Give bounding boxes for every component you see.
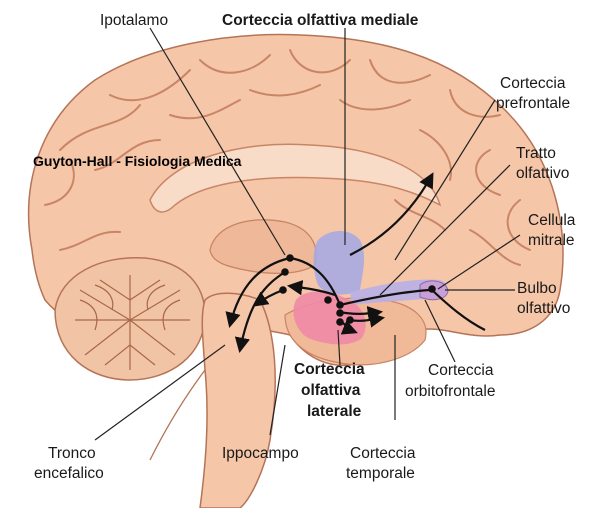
label-tratto-olfattivo-2: olfattivo (516, 165, 569, 182)
label-corteccia-orbitofrontale-1: Corteccia (428, 362, 494, 379)
label-bulbo-olfattivo-1: Bulbo (517, 280, 557, 297)
medial-olfactory-region (314, 231, 365, 295)
cerebellum (55, 258, 205, 380)
label-corteccia-prefrontale-2: prefrontale (496, 95, 570, 112)
label-cellula-mitrale-2: mitrale (528, 232, 575, 249)
label-corteccia-prefrontale-1: Corteccia (500, 75, 566, 92)
label-bulbo-olfattivo-2: olfattivo (517, 300, 570, 317)
label-corteccia-olfattiva-mediale: Corteccia olfattiva mediale (222, 12, 419, 29)
label-cellula-mitrale-1: Cellula (528, 212, 576, 229)
label-tronco-encefalico-2: encefalico (34, 465, 104, 482)
label-corteccia-olfattiva-laterale-2: olfattiva (301, 382, 361, 399)
label-ipotalamo: Ipotalamo (100, 12, 168, 29)
brainstem (200, 293, 275, 508)
label-tratto-olfattivo-1: Tratto (516, 145, 556, 162)
label-ippocampo: Ippocampo (222, 445, 299, 462)
label-tronco-encefalico-1: Tronco (48, 445, 96, 462)
label-corteccia-orbitofrontale-2: orbitofrontale (405, 383, 495, 400)
brain-illustration (29, 35, 563, 508)
label-corteccia-olfattiva-laterale-3: laterale (307, 403, 362, 420)
watermark: Guyton-Hall - Fisiologia Medica (33, 153, 242, 169)
label-corteccia-temporale-2: temporale (346, 465, 415, 482)
label-corteccia-temporale-1: Corteccia (350, 445, 416, 462)
label-corteccia-olfattiva-laterale-1: Corteccia (294, 361, 365, 378)
